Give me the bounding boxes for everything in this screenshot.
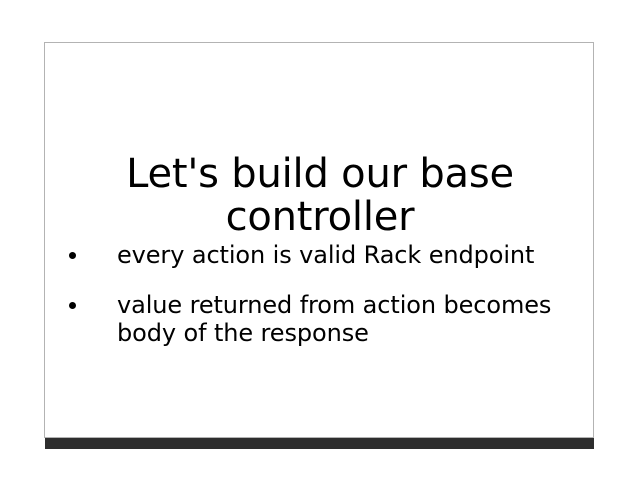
bullet-dot-icon <box>69 302 76 309</box>
slide-title-line-2: controller <box>225 193 415 240</box>
bullet-2-line-2: body of the response <box>117 319 369 347</box>
slide-title-line-1: Let's build our base <box>126 150 514 197</box>
bullet-2-line-1: value returned from action becomes <box>117 291 552 319</box>
bullet-text: value returned from action becomes body … <box>117 291 581 347</box>
list-item: value returned from action becomes body … <box>61 291 581 347</box>
slide-footer-bar <box>45 438 594 449</box>
slide-title: Let's build our base controller <box>45 150 595 240</box>
slide-bullet-list: every action is valid Rack endpoint valu… <box>61 241 581 347</box>
bullet-text: every action is valid Rack endpoint <box>117 241 581 269</box>
slide-frame: Let's build our base controller every ac… <box>44 42 594 438</box>
bullet-1-line-1: every action is valid Rack endpoint <box>117 241 535 269</box>
bullet-dot-icon <box>69 252 76 259</box>
list-item: every action is valid Rack endpoint <box>61 241 581 269</box>
